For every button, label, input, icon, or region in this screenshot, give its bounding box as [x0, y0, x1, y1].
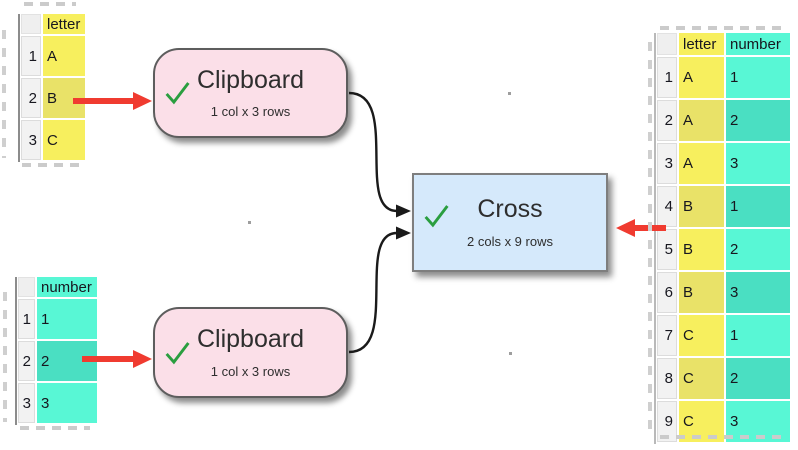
- torn-edge: [2, 30, 6, 158]
- column-header-number[interactable]: number: [37, 277, 97, 297]
- data-cell[interactable]: A: [679, 143, 724, 184]
- torn-edge: [3, 292, 7, 422]
- column-header-number[interactable]: number: [726, 33, 790, 55]
- data-cell[interactable]: 1: [726, 186, 790, 227]
- data-cell[interactable]: C: [43, 120, 85, 160]
- data-cell[interactable]: C: [679, 315, 724, 356]
- node-size-label: 1 col x 3 rows: [210, 104, 291, 120]
- node-size-label: 2 cols x 9 rows: [467, 233, 553, 249]
- success-check-icon: [165, 82, 190, 105]
- torn-edge: [648, 42, 652, 434]
- node-title: Clipboard: [196, 325, 304, 354]
- data-cell[interactable]: 2: [726, 100, 790, 141]
- row-number[interactable]: 4: [657, 186, 677, 227]
- data-cell[interactable]: 3: [726, 272, 790, 313]
- connector-clipboard1-to-cross[interactable]: [348, 91, 411, 218]
- grid-dot: [508, 92, 511, 95]
- data-cell[interactable]: 3: [726, 143, 790, 184]
- node-title: Cross: [477, 195, 543, 224]
- data-cell[interactable]: B: [679, 272, 724, 313]
- row-number[interactable]: 3: [18, 383, 35, 423]
- node-title: Clipboard: [196, 65, 304, 94]
- data-cell[interactable]: 1: [37, 299, 97, 339]
- connector-clipboard2-to-cross[interactable]: [348, 226, 411, 354]
- header-row: letter: [21, 14, 85, 34]
- success-check-icon: [424, 204, 449, 228]
- row-number[interactable]: 5: [657, 229, 677, 270]
- data-cell[interactable]: 1: [726, 315, 790, 356]
- row-number[interactable]: 3: [21, 120, 41, 160]
- data-cell[interactable]: C: [679, 358, 724, 399]
- row-number[interactable]: 7: [657, 315, 677, 356]
- torn-edge: [660, 26, 788, 30]
- row-number[interactable]: 9: [657, 401, 677, 442]
- data-cell[interactable]: 2: [726, 358, 790, 399]
- row-number[interactable]: 1: [18, 299, 35, 339]
- data-cell[interactable]: A: [43, 36, 85, 76]
- data-cell[interactable]: A: [679, 57, 724, 98]
- row-number[interactable]: 1: [657, 57, 677, 98]
- node-size-label: 1 col x 3 rows: [210, 363, 291, 379]
- node-cross[interactable]: Cross 2 cols x 9 rows: [412, 173, 608, 272]
- grid-dot: [248, 221, 251, 224]
- column-header-letter[interactable]: letter: [679, 33, 724, 55]
- row-number[interactable]: 3: [657, 143, 677, 184]
- data-cell[interactable]: B: [43, 78, 85, 118]
- data-cell[interactable]: 2: [726, 229, 790, 270]
- grid-dot: [509, 352, 512, 355]
- success-check-icon: [165, 341, 190, 364]
- corner-cell: [18, 277, 35, 297]
- header-row: number: [18, 277, 97, 297]
- torn-edge: [22, 163, 80, 167]
- torn-edge: [24, 2, 76, 6]
- row-number[interactable]: 1: [21, 36, 41, 76]
- node-clipboard-1[interactable]: Clipboard 1 col x 3 rows: [153, 48, 348, 138]
- row-number[interactable]: 2: [657, 100, 677, 141]
- row-number[interactable]: 6: [657, 272, 677, 313]
- torn-edge: [660, 435, 788, 439]
- row-number[interactable]: 2: [18, 341, 35, 381]
- column-header-letter[interactable]: letter: [43, 14, 85, 34]
- node-clipboard-2[interactable]: Clipboard 1 col x 3 rows: [153, 307, 348, 398]
- row-number[interactable]: 8: [657, 358, 677, 399]
- data-cell[interactable]: B: [679, 229, 724, 270]
- corner-cell: [21, 14, 41, 34]
- torn-edge: [20, 426, 90, 430]
- corner-cell: [657, 33, 677, 55]
- data-cell[interactable]: 2: [37, 341, 97, 381]
- data-cell[interactable]: 3: [37, 383, 97, 423]
- row-number[interactable]: 2: [21, 78, 41, 118]
- data-cell[interactable]: A: [679, 100, 724, 141]
- data-cell[interactable]: 1: [726, 57, 790, 98]
- data-cell[interactable]: B: [679, 186, 724, 227]
